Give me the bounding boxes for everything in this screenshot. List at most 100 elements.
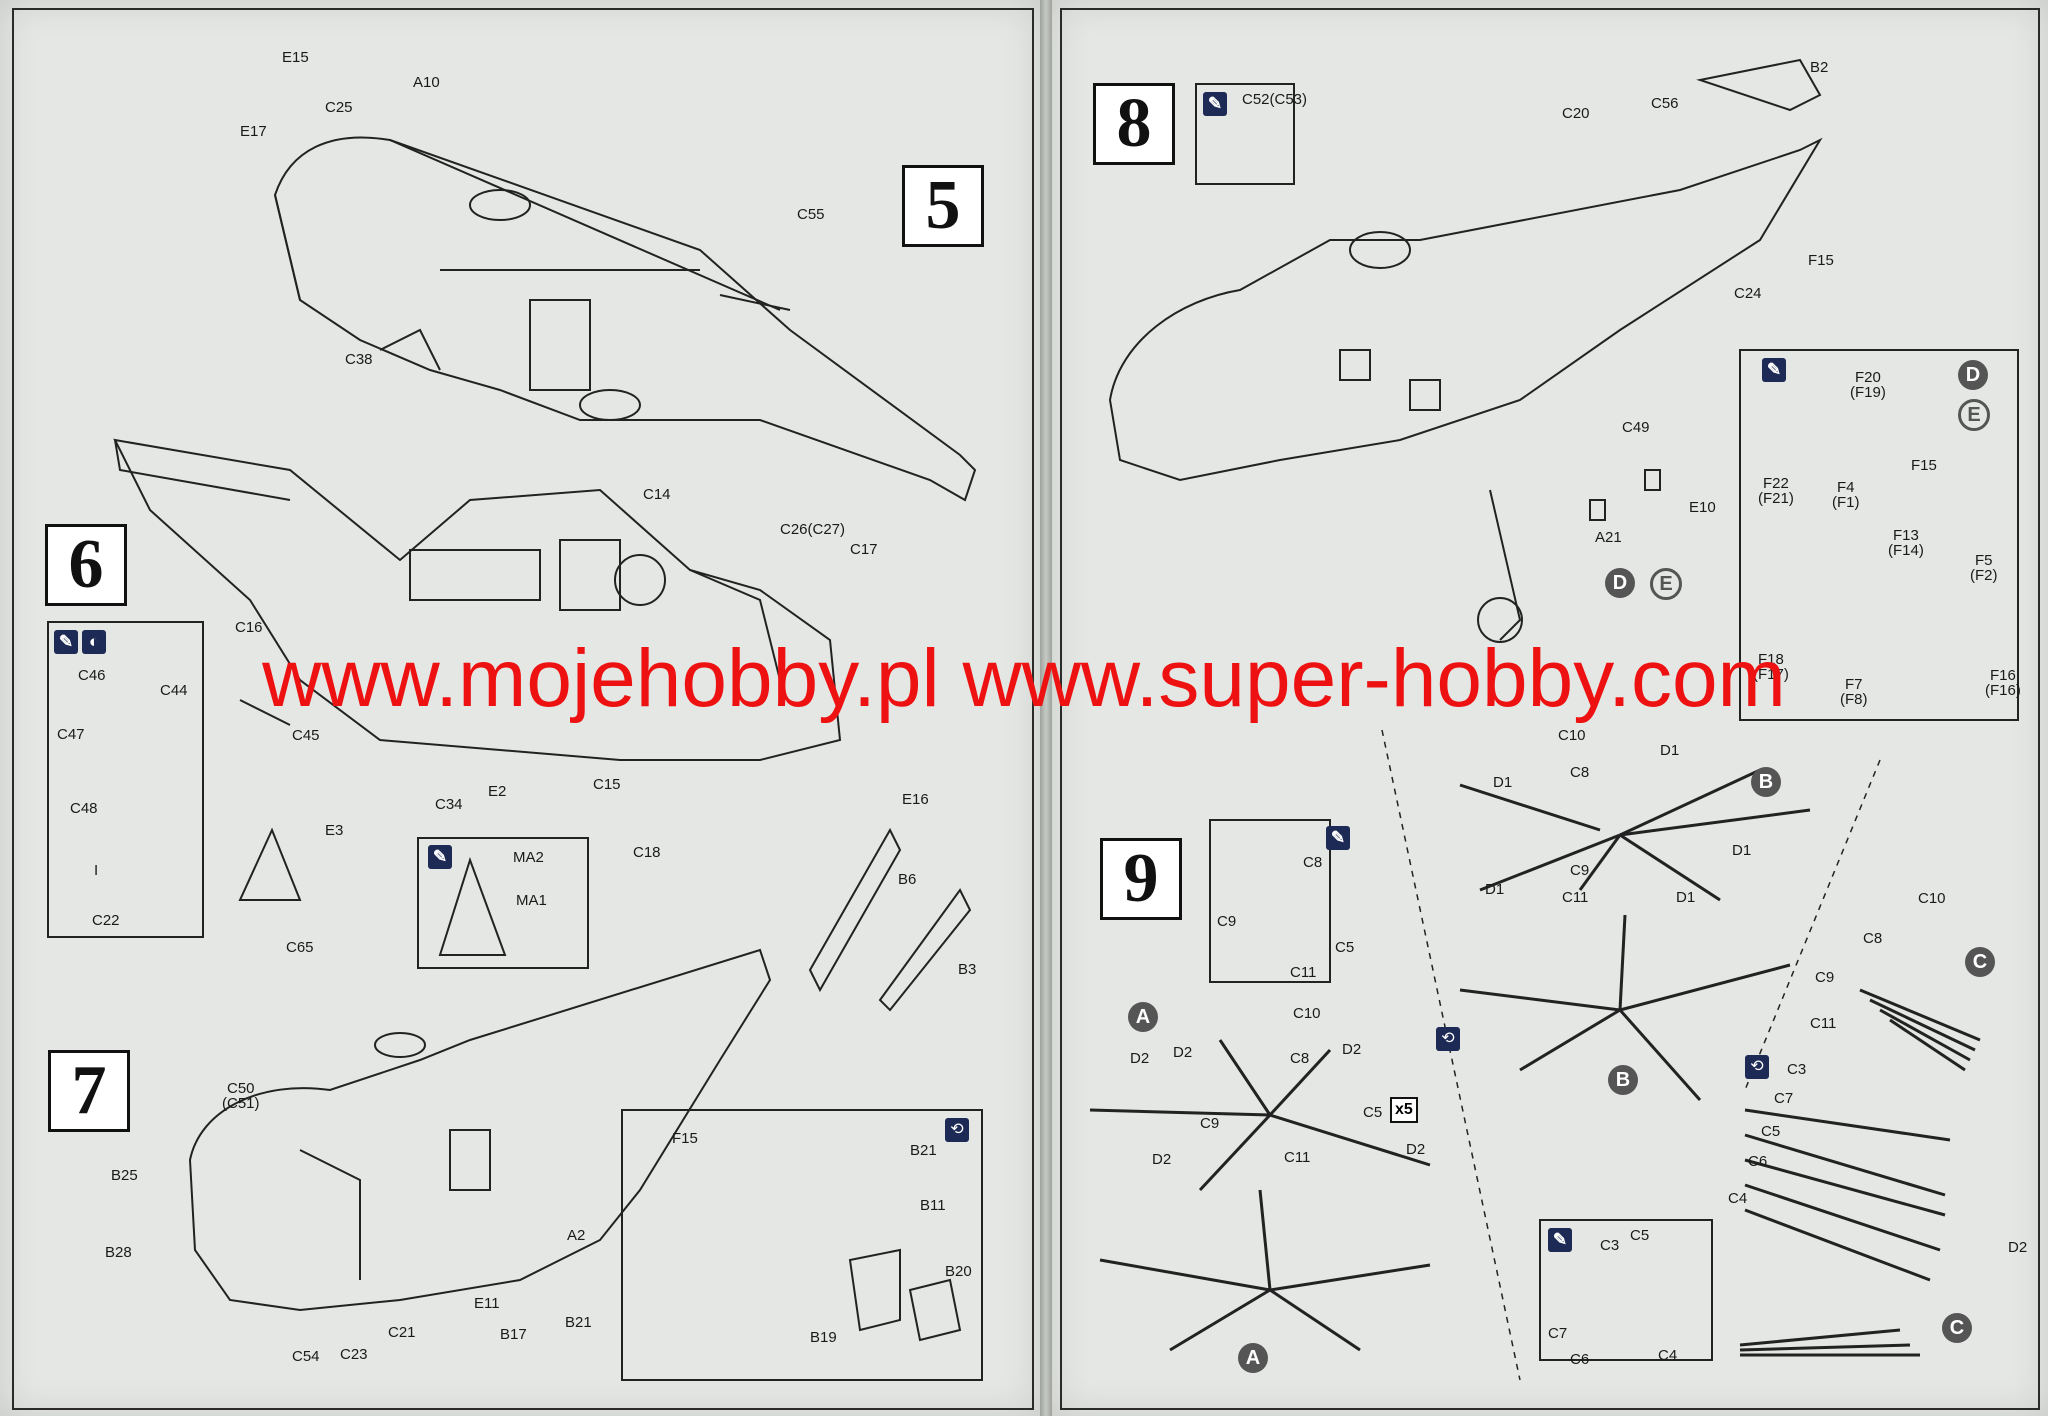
part-label: C11 [1562, 889, 1589, 906]
step-number-7: 7 [48, 1050, 130, 1132]
part-label: B2 [1810, 59, 1829, 76]
part-label: C49 [1622, 419, 1650, 436]
part-label: E17 [240, 123, 267, 140]
part-label: B28 [105, 1244, 132, 1261]
part-label: C20 [1562, 105, 1590, 122]
part-label: C16 [235, 619, 263, 636]
right-page-border [1060, 8, 2040, 1410]
page-gutter [1040, 0, 1052, 1416]
glue-icon: ◐ [82, 630, 106, 654]
part-label: E10 [1689, 499, 1716, 516]
part-label: C5 [1630, 1227, 1650, 1244]
part-label: C45 [292, 727, 320, 744]
part-label: C9 [1200, 1115, 1220, 1132]
part-label: C18 [633, 844, 661, 861]
part-label: E3 [325, 822, 344, 839]
part-label: C3 [1787, 1061, 1807, 1078]
part-label: D1 [1485, 881, 1505, 898]
part-label: C26(C27) [780, 521, 846, 538]
part-label: F16 (F16) [1985, 667, 2021, 699]
part-label: MA1 [516, 892, 547, 909]
fuselage-step5 [273, 136, 977, 502]
part-label: F15 [1808, 252, 1834, 269]
part-label: C6 [1570, 1351, 1590, 1368]
marker-b-circle: B [1751, 767, 1781, 797]
part-label: C52(C53) [1242, 91, 1308, 108]
rotor-drawings [1089, 768, 1981, 1357]
part-label: E11 [474, 1295, 500, 1312]
marker-d-circle: D [1958, 360, 1988, 390]
left-page-border [12, 8, 1034, 1410]
part-label: C55 [797, 206, 825, 223]
fuselage-step6 [113, 438, 842, 761]
part-label: C17 [850, 541, 878, 558]
part-label: F22 (F21) [1758, 475, 1794, 507]
part-label: B21 [565, 1314, 592, 1331]
part-label: C7 [1774, 1090, 1794, 1107]
part-label: A10 [413, 74, 440, 91]
part-label: C21 [388, 1324, 416, 1341]
rotate-view-icon: ⟲ [1436, 1027, 1460, 1051]
part-label: C24 [1734, 285, 1762, 302]
part-label: C9 [1570, 862, 1590, 879]
part-label: C44 [160, 682, 188, 699]
part-label: C34 [435, 796, 463, 813]
part-label: C7 [1548, 1325, 1568, 1342]
part-label: C10 [1918, 890, 1946, 907]
paint-icon: ✎ [428, 845, 452, 869]
marker-b-circle: B [1608, 1065, 1638, 1095]
marker-a-circle: A [1128, 1002, 1158, 1032]
part-label: C11 [1810, 1015, 1837, 1032]
marker-e-circle: E [1650, 568, 1682, 600]
paint-icon: ✎ [54, 630, 78, 654]
part-label: D1 [1660, 742, 1680, 759]
part-label: D1 [1493, 774, 1513, 791]
part-label: C15 [593, 776, 621, 793]
part-label: C50 (C51) [222, 1080, 260, 1112]
part-label: D1 [1732, 842, 1752, 859]
part-label: C4 [1728, 1190, 1748, 1207]
marker-c-circle: C [1942, 1313, 1972, 1343]
part-label: C47 [57, 726, 85, 743]
part-label: C38 [345, 351, 373, 368]
part-label: C3 [1600, 1237, 1620, 1254]
part-label: B3 [958, 961, 977, 978]
part-label: C8 [1570, 764, 1590, 781]
quantity-x5-badge: x5 [1390, 1097, 1418, 1123]
right-page [1052, 0, 2048, 1416]
marker-a-circle: A [1238, 1343, 1268, 1373]
paint-icon: ✎ [1203, 92, 1227, 116]
part-label: D2 [1130, 1050, 1150, 1067]
part-label: C54 [292, 1348, 320, 1365]
part-label: A2 [567, 1227, 586, 1244]
part-label: F20 (F19) [1850, 369, 1886, 401]
part-label: C11 [1284, 1149, 1311, 1166]
part-label: C56 [1651, 95, 1679, 112]
part-label: D1 [1676, 889, 1696, 906]
part-label: B6 [898, 871, 917, 888]
part-label: F7 (F8) [1840, 676, 1868, 708]
part-label: F4 (F1) [1832, 479, 1860, 511]
part-label: D2 [1152, 1151, 1172, 1168]
part-label: A21 [1595, 529, 1622, 546]
part-label: C9 [1815, 969, 1835, 986]
part-label: C8 [1863, 930, 1883, 947]
rotate-view-icon: ⟲ [1745, 1055, 1769, 1079]
part-label: C23 [340, 1346, 368, 1363]
step-number-8: 8 [1093, 83, 1175, 165]
part-label: C5 [1363, 1104, 1383, 1121]
paint-icon: ✎ [1326, 826, 1350, 850]
part-label: B17 [500, 1326, 527, 1343]
part-label: C25 [325, 99, 353, 116]
part-label: F13 (F14) [1888, 527, 1924, 559]
part-label: D2 [2008, 1239, 2028, 1256]
part-label: C11 [1290, 964, 1317, 981]
part-label: C10 [1558, 727, 1586, 744]
part-label: F18 (F17) [1753, 651, 1789, 683]
fuselage-step7 [188, 948, 772, 1312]
step-number-9: 9 [1100, 838, 1182, 920]
part-label: C14 [643, 486, 671, 503]
part-label: E16 [902, 791, 929, 808]
part-label: B11 [920, 1197, 946, 1214]
part-label: C8 [1303, 854, 1323, 871]
